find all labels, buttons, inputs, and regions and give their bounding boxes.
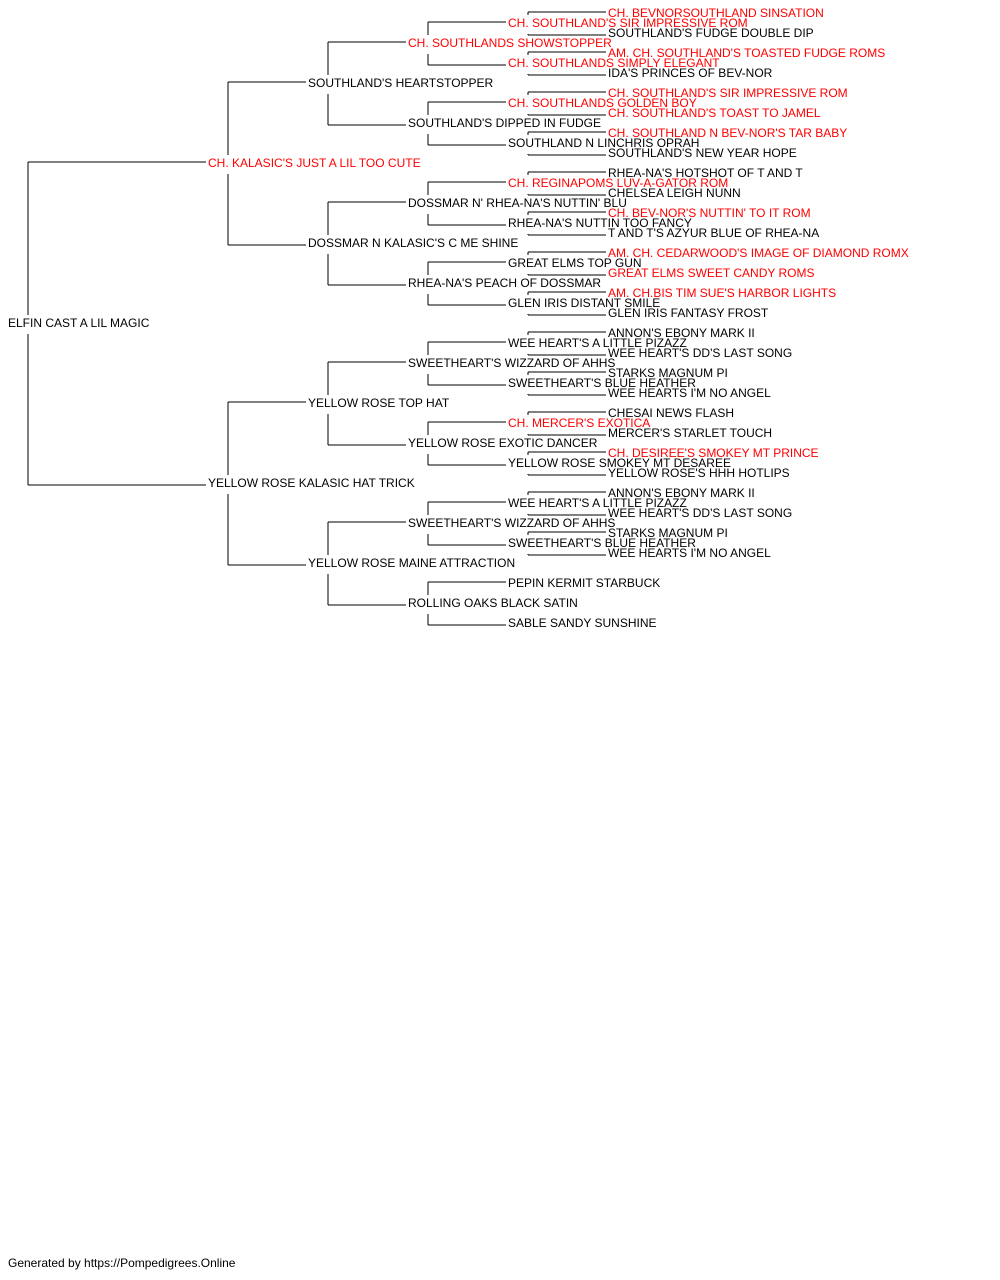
dog-name-gen-5: ANNON'S EBONY MARK II: [608, 326, 755, 340]
dog-name-gen-4: GLEN IRIS DISTANT SMILE: [508, 296, 660, 310]
dog-name-gen-3: CH. SOUTHLANDS SHOWSTOPPER: [408, 36, 612, 50]
dog-name-gen-4: SWEETHEART'S BLUE HEATHER: [508, 376, 696, 390]
dog-name-gen-4: CH. REGINAPOMS LUV-A-GATOR ROM: [508, 176, 728, 190]
dog-name-gen-5: CH. SOUTHLAND N BEV-NOR'S TAR BABY: [608, 126, 847, 140]
dog-name-gen-5: AM. CH. CEDARWOOD'S IMAGE OF DIAMOND ROM…: [608, 246, 909, 260]
dog-name-gen-2: SOUTHLAND'S HEARTSTOPPER: [308, 76, 494, 90]
dog-name-gen-4: SWEETHEART'S BLUE HEATHER: [508, 536, 696, 550]
dog-name-gen-5: SOUTHLAND'S NEW YEAR HOPE: [608, 146, 797, 160]
dog-name-gen-4: PEPIN KERMIT STARBUCK: [508, 576, 660, 590]
dog-name-gen-1: CH. KALASIC'S JUST A LIL TOO CUTE: [208, 156, 421, 170]
dog-name-gen-5: WEE HEART'S DD'S LAST SONG: [608, 506, 792, 520]
dog-name-gen-3: SWEETHEART'S WIZZARD OF AHHS: [408, 356, 615, 370]
dog-name-gen-4: WEE HEART'S A LITTLE PIZAZZ: [508, 336, 687, 350]
dog-name-gen-5: MERCER'S STARLET TOUCH: [608, 426, 772, 440]
dog-name-gen-5: YELLOW ROSE'S HHH HOTLIPS: [608, 466, 790, 480]
dog-name-gen-3: SWEETHEART'S WIZZARD OF AHHS: [408, 516, 615, 530]
footer-credit: Generated by https://Pompedigrees.Online: [8, 1256, 236, 1270]
dog-name-gen-5: AM. CH. SOUTHLAND'S TOASTED FUDGE ROMS: [608, 46, 885, 60]
dog-name-gen-4: CH. SOUTHLANDS GOLDEN BOY: [508, 96, 697, 110]
dog-name-gen-5: STARKS MAGNUM PI: [608, 526, 728, 540]
dog-name-gen-4: YELLOW ROSE SMOKEY MT DESAREE: [508, 456, 731, 470]
dog-name-gen-5: IDA'S PRINCES OF BEV-NOR: [608, 66, 773, 80]
dog-name-gen-2: YELLOW ROSE TOP HAT: [308, 396, 450, 410]
dog-name-gen-5: CHELSEA LEIGH NUNN: [608, 186, 741, 200]
dog-name-gen-3: DOSSMAR N' RHEA-NA'S NUTTIN' BLU: [408, 196, 627, 210]
dog-name-gen-5: AM. CH.BIS TIM SUE'S HARBOR LIGHTS: [608, 286, 836, 300]
dog-name-gen-5: WEE HEARTS I'M NO ANGEL: [608, 386, 771, 400]
dog-name-gen-3: ROLLING OAKS BLACK SATIN: [408, 596, 578, 610]
dog-name-gen-5: RHEA-NA'S HOTSHOT OF T AND T: [608, 166, 803, 180]
dog-name-gen-2: DOSSMAR N KALASIC'S C ME SHINE: [308, 236, 518, 250]
dog-name-gen-5: CH. SOUTHLAND'S SIR IMPRESSIVE ROM: [608, 86, 848, 100]
dog-name-gen-4: CH. SOUTHLAND'S SIR IMPRESSIVE ROM: [508, 16, 748, 30]
dog-name-gen-5: GREAT ELMS SWEET CANDY ROMS: [608, 266, 814, 280]
dog-name-gen-0: ELFIN CAST A LIL MAGIC: [8, 316, 150, 330]
dog-name-gen-5: ANNON'S EBONY MARK II: [608, 486, 755, 500]
dog-name-gen-5: GLEN IRIS FANTASY FROST: [608, 306, 769, 320]
dog-name-gen-5: WEE HEARTS I'M NO ANGEL: [608, 546, 771, 560]
dog-name-gen-4: WEE HEART'S A LITTLE PIZAZZ: [508, 496, 687, 510]
dog-name-gen-4: SOUTHLAND N LINCHRIS OPRAH: [508, 136, 699, 150]
dog-name-gen-5: CH. DESIREE'S SMOKEY MT PRINCE: [608, 446, 819, 460]
dog-name-gen-5: CH. SOUTHLAND'S TOAST TO JAMEL: [608, 106, 821, 120]
dog-name-gen-5: CH. BEVNORSOUTHLAND SINSATION: [608, 6, 824, 20]
dog-name-gen-3: SOUTHLAND'S DIPPED IN FUDGE: [408, 116, 601, 130]
dog-name-gen-5: T AND T'S AZYUR BLUE OF RHEA-NA: [608, 226, 819, 240]
dog-name-gen-3: RHEA-NA'S PEACH OF DOSSMAR: [408, 276, 601, 290]
dog-name-gen-5: CHESAI NEWS FLASH: [608, 406, 734, 420]
dog-name-gen-1: YELLOW ROSE KALASIC HAT TRICK: [208, 476, 415, 490]
dog-name-gen-2: YELLOW ROSE MAINE ATTRACTION: [308, 556, 515, 570]
dog-name-gen-5: SOUTHLAND'S FUDGE DOUBLE DIP: [608, 26, 814, 40]
dog-name-gen-5: CH. BEV-NOR'S NUTTIN' TO IT ROM: [608, 206, 811, 220]
dog-name-gen-4: CH. SOUTHLANDS SIMPLY ELEGANT: [508, 56, 720, 70]
dog-name-gen-4: SABLE SANDY SUNSHINE: [508, 616, 657, 630]
dog-name-gen-5: STARKS MAGNUM PI: [608, 366, 728, 380]
dog-name-gen-4: GREAT ELMS TOP GUN: [508, 256, 642, 270]
dog-name-gen-4: CH. MERCER'S EXOTICA: [508, 416, 650, 430]
dog-name-gen-3: YELLOW ROSE EXOTIC DANCER: [408, 436, 598, 450]
dog-name-gen-4: RHEA-NA'S NUTTIN TOO FANCY: [508, 216, 692, 230]
dog-name-gen-5: WEE HEART'S DD'S LAST SONG: [608, 346, 792, 360]
